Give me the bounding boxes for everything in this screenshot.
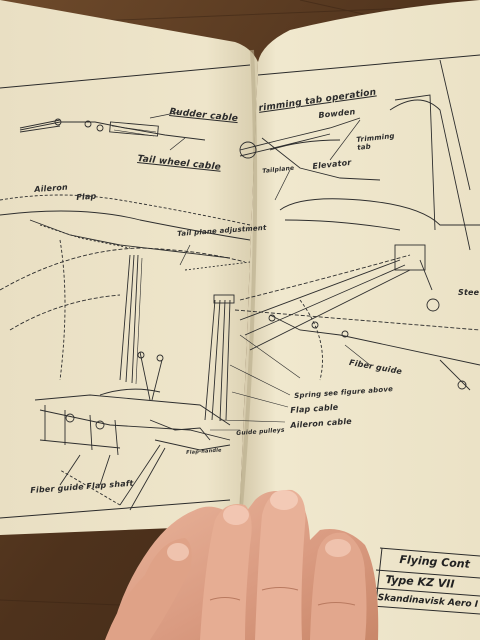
- label-steering: Stee: [458, 288, 480, 297]
- hand: [105, 489, 379, 640]
- right-page: [240, 0, 480, 640]
- control-drawing-right: [234, 59, 480, 391]
- label-flap: Flap: [76, 191, 97, 202]
- control-drawing-left: [0, 111, 301, 511]
